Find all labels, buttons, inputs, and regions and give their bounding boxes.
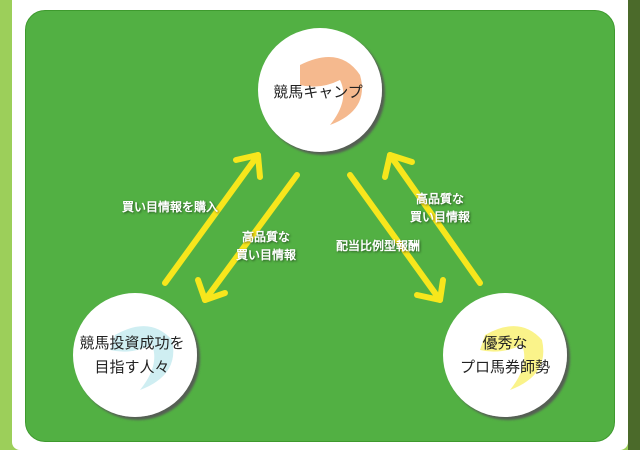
edge-label-line1: 高品質な [415,192,465,206]
edge-label-right-down: 配当比例型報酬 [335,239,421,253]
node-left-line2: 目指す人々 [94,358,170,376]
node-right-circle [443,293,567,417]
swirl-icon [300,57,362,125]
arrow-left-down [195,172,300,303]
edge-label-right-up: 高品質な 買い目情報 [410,190,470,226]
node-left-circle [73,293,197,417]
edge-label-left-down: 高品質な 買い目情報 [236,228,296,264]
node-right-line1: 優秀な [482,334,528,352]
edge-label-line1: 高品質な [241,230,291,244]
node-right-label: 優秀な プロ馬券師勢 [460,331,550,379]
node-left-line1: 競馬投資成功を [79,334,185,352]
node-top-label: 競馬キャンプ [273,83,363,101]
swirl-icon [480,326,544,390]
arrow-right-up [382,152,483,286]
arrow-left-up [162,152,263,286]
arrow-right-down [347,172,446,303]
edge-label-left-up: 買い目情報を購入 [121,200,219,214]
node-right-line2: プロ馬券師勢 [459,358,551,376]
node-top-circle [258,28,382,152]
edge-label-line2: 買い目情報 [409,210,471,224]
edge-label-line2: 買い目情報 [235,248,297,262]
swirl-icon [110,326,174,390]
background-strip [628,0,640,450]
node-left-label: 競馬投資成功を 目指す人々 [79,331,184,379]
